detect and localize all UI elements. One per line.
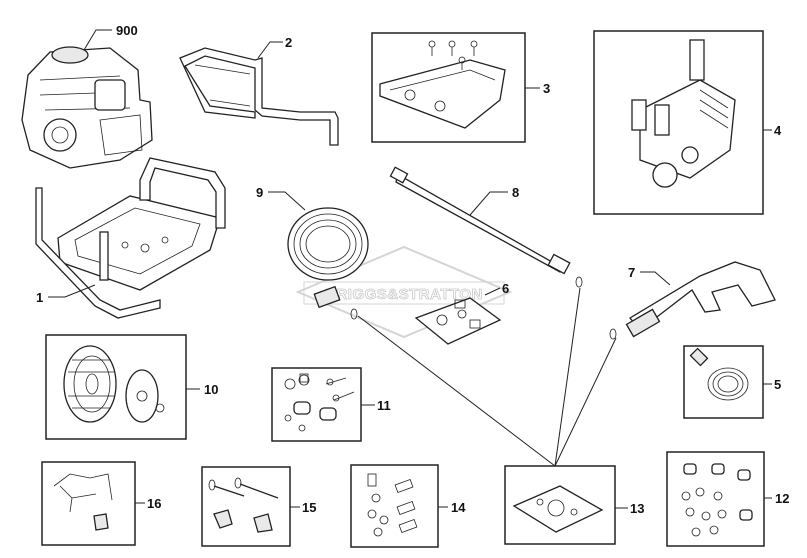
spray-gun-illustration — [609, 261, 776, 340]
callout-7: 7 — [628, 265, 635, 280]
callout-900: 900 — [116, 23, 138, 38]
mount-hardware-illustration — [284, 373, 355, 432]
wheel-illustration — [63, 345, 165, 423]
callout-12: 12 — [775, 491, 789, 506]
engine-illustration — [21, 46, 153, 169]
callout-14: 14 — [451, 500, 466, 515]
callout-11: 11 — [377, 398, 391, 413]
box-part-16 — [41, 461, 136, 546]
box-part-4 — [593, 30, 764, 215]
callout-5: 5 — [774, 377, 781, 392]
box-part-14 — [350, 464, 439, 548]
bracket-illustration — [379, 40, 506, 129]
callout-6: 6 — [502, 281, 509, 296]
box-part-13 — [504, 465, 616, 545]
callout-16: 16 — [147, 496, 161, 511]
callout-10: 10 — [204, 382, 218, 397]
callout-1: 1 — [36, 290, 43, 305]
brand-watermark: BRIGGS&STRATTON — [295, 245, 513, 339]
box-part-5 — [683, 345, 764, 419]
callout-15: 15 — [302, 500, 316, 515]
oring-kit-illustration — [512, 485, 604, 533]
callout-9: 9 — [256, 185, 263, 200]
pump-illustration — [631, 39, 736, 188]
callout-2: 2 — [285, 35, 292, 50]
bolt-kit-illustration — [208, 477, 279, 533]
callout-3: 3 — [543, 81, 550, 96]
callout-8: 8 — [512, 185, 519, 200]
watermark-text: BRIGGS&STRATTON — [325, 286, 483, 303]
callout-13: 13 — [630, 501, 644, 516]
kit-13-leader-lines — [357, 287, 617, 467]
screw-kit-illustration — [367, 473, 418, 537]
handle-bracket-illustration — [53, 473, 113, 531]
fitting-kit-illustration — [414, 297, 502, 345]
frame-illustration — [35, 157, 226, 319]
callout-4: 4 — [774, 123, 782, 138]
hose-kit-illustration — [689, 347, 749, 401]
box-part-15 — [201, 466, 291, 547]
box-part-12 — [666, 451, 765, 547]
box-part-11 — [271, 367, 362, 442]
isolator-kit-illustration — [681, 463, 753, 537]
hose-coil-illustration — [287, 207, 369, 320]
spray-lance-illustration — [389, 166, 583, 288]
box-part-10 — [45, 334, 187, 440]
handle-illustration — [179, 47, 339, 146]
